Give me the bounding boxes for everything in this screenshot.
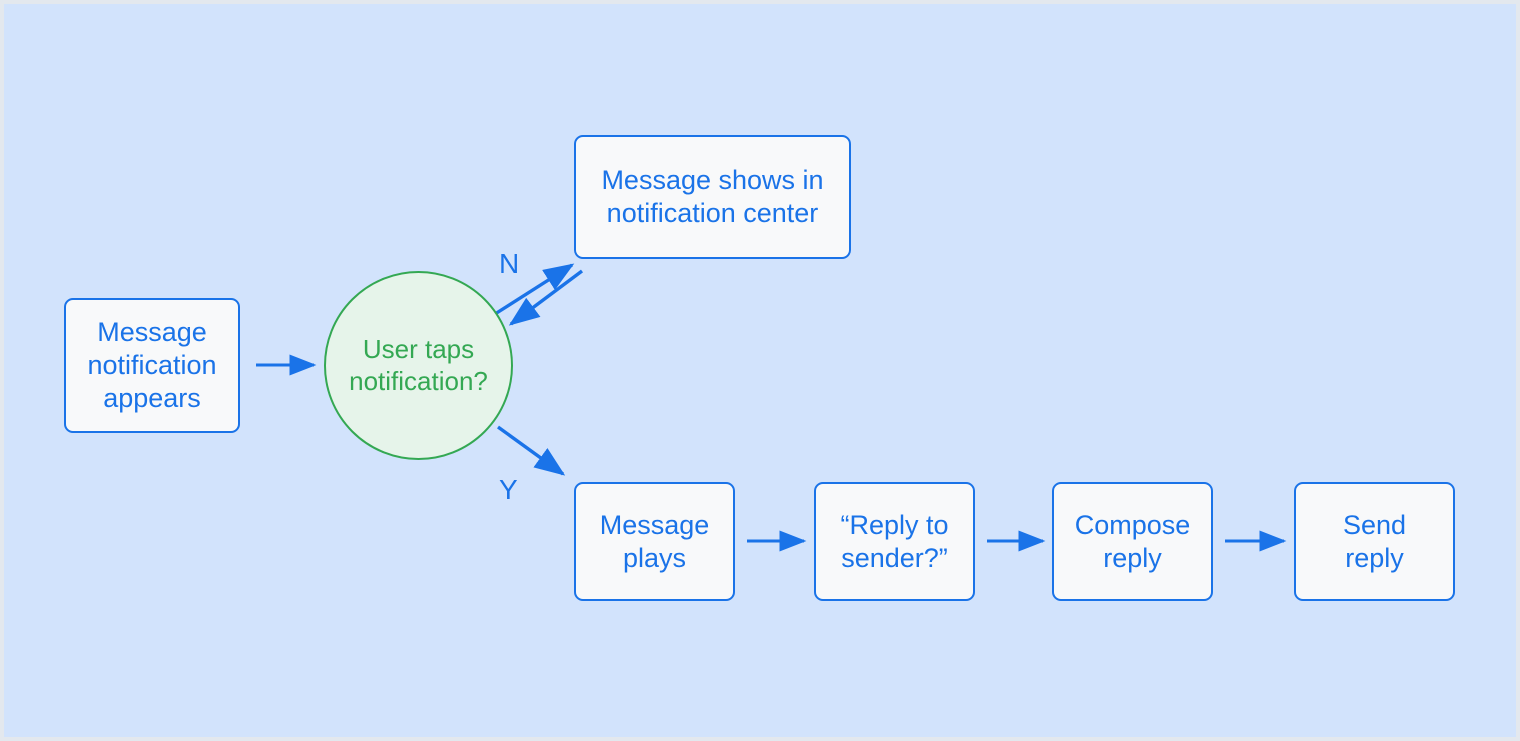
node-message-notification-appears[interactable]: Message notification appears [64,298,240,433]
node-reply-to-sender[interactable]: “Reply to sender?” [814,482,975,601]
node-message-plays[interactable]: Message plays [574,482,735,601]
edge-notification-center-to-decision [508,269,584,326]
node-compose-reply[interactable]: Compose reply [1052,482,1213,601]
node-message-shows-in-notification-center[interactable]: Message shows in notification center [574,135,851,259]
node-send-reply[interactable]: Send reply [1294,482,1455,601]
edge-label-no: N [499,248,520,279]
edge-decision-to-message-plays [497,425,566,476]
edge-label-yes: Y [499,474,518,505]
node-user-taps-notification[interactable]: User taps notification? [324,271,513,460]
